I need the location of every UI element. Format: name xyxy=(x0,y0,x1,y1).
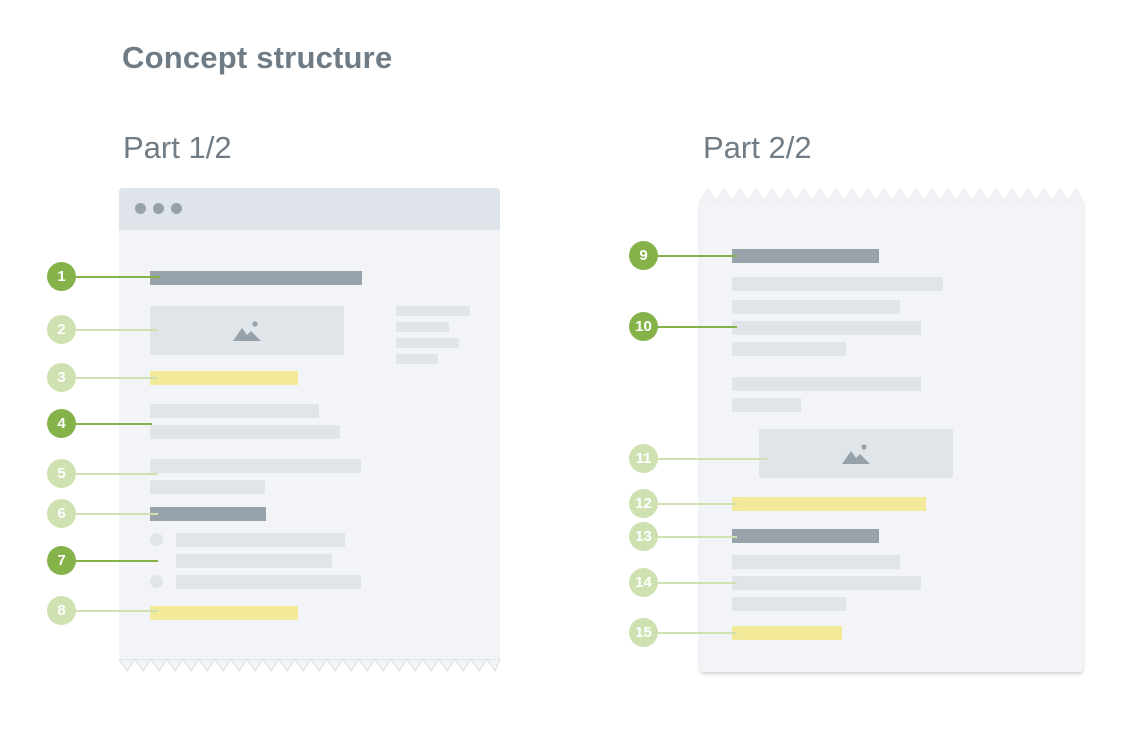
connector-line xyxy=(657,536,737,538)
image-icon xyxy=(842,444,870,464)
text-line xyxy=(732,300,900,314)
window-dot xyxy=(171,203,182,214)
marker-12: 12 xyxy=(629,489,658,518)
image-placeholder xyxy=(759,429,953,478)
sidebar-line xyxy=(396,338,459,348)
heading-block xyxy=(732,249,879,263)
marker-14: 14 xyxy=(629,568,658,597)
page-title: Concept structure xyxy=(122,40,393,75)
torn-edge-top xyxy=(700,188,1083,201)
part-1-page xyxy=(119,188,500,673)
connector-line xyxy=(657,503,737,505)
highlight-block xyxy=(150,371,298,385)
text-line xyxy=(732,576,921,590)
part-2-title: Part 2/2 xyxy=(703,130,812,165)
highlight-block xyxy=(732,497,926,511)
connector-line xyxy=(657,582,737,584)
text-line xyxy=(732,597,846,611)
text-line xyxy=(732,377,921,391)
part-1-title: Part 1/2 xyxy=(123,130,232,165)
marker-3: 3 xyxy=(47,363,76,392)
marker-6: 6 xyxy=(47,499,76,528)
marker-2: 2 xyxy=(47,315,76,344)
subheading-block xyxy=(732,529,879,543)
connector-line xyxy=(657,632,737,634)
connector-line xyxy=(76,560,158,562)
highlight-block xyxy=(150,606,298,620)
text-line xyxy=(732,555,900,569)
window-dot xyxy=(153,203,164,214)
marker-15: 15 xyxy=(629,618,658,647)
sidebar-line xyxy=(396,354,438,364)
text-line xyxy=(732,321,921,335)
torn-edge-bottom xyxy=(119,659,500,673)
connector-line xyxy=(76,610,158,612)
marker-8: 8 xyxy=(47,596,76,625)
text-line xyxy=(732,277,943,291)
list-bullet xyxy=(150,533,163,546)
sidebar-line xyxy=(396,322,449,332)
connector-line xyxy=(657,255,737,257)
list-item-line xyxy=(176,575,361,589)
sidebar-line xyxy=(396,306,470,316)
list-item-line xyxy=(176,533,345,547)
marker-11: 11 xyxy=(629,444,658,473)
connector-line xyxy=(76,377,158,379)
marker-13: 13 xyxy=(629,522,658,551)
heading-block xyxy=(150,271,362,285)
browser-toolbar xyxy=(119,188,500,230)
text-line xyxy=(732,342,846,356)
connector-line xyxy=(76,513,158,515)
window-dot xyxy=(135,203,146,214)
marker-1: 1 xyxy=(47,262,76,291)
connector-line xyxy=(76,276,160,278)
connector-line xyxy=(76,423,152,425)
highlight-block xyxy=(732,626,842,640)
marker-10: 10 xyxy=(629,312,658,341)
subheading-block xyxy=(150,507,266,521)
connector-line xyxy=(76,329,158,331)
image-icon xyxy=(233,321,261,341)
image-placeholder xyxy=(150,306,344,355)
list-bullet xyxy=(150,575,163,588)
text-line xyxy=(150,425,340,439)
text-line xyxy=(150,480,265,494)
connector-line xyxy=(657,326,737,328)
text-line xyxy=(732,398,801,412)
marker-9: 9 xyxy=(629,241,658,270)
connector-line xyxy=(657,458,767,460)
list-item-line xyxy=(176,554,332,568)
marker-4: 4 xyxy=(47,409,76,438)
marker-7: 7 xyxy=(47,546,76,575)
marker-5: 5 xyxy=(47,459,76,488)
part-2-page xyxy=(700,188,1083,672)
text-line xyxy=(150,404,319,418)
connector-line xyxy=(76,473,158,475)
text-line xyxy=(150,459,361,473)
